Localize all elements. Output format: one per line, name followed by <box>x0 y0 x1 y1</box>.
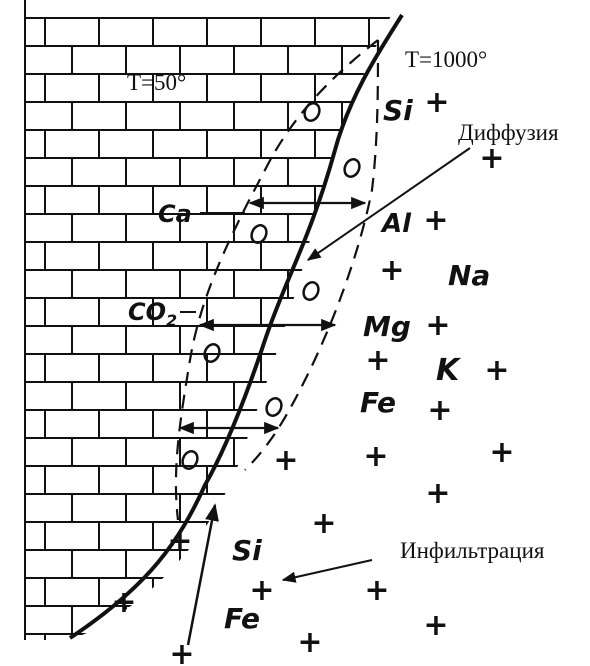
plus-mark: + <box>479 141 504 176</box>
plus-mark: + <box>297 625 322 660</box>
plus-mark: + <box>427 393 452 428</box>
circle-marker <box>264 396 284 418</box>
circle-marker <box>180 449 200 471</box>
aluminium-label: Al <box>380 209 412 239</box>
magnesium-label: Mg <box>363 310 411 343</box>
calcium-label: Ca <box>158 200 192 228</box>
iron-mid-label: Fe <box>360 386 396 419</box>
plus-mark: + <box>167 524 192 559</box>
plus-mark: + <box>365 343 390 378</box>
plus-mark: + <box>484 353 509 388</box>
plus-mark: + <box>379 253 404 288</box>
temperature-low-label: T=50° <box>127 70 186 95</box>
plus-mark: + <box>423 608 448 643</box>
plus-mark: + <box>425 476 450 511</box>
plus-mark: + <box>423 203 448 238</box>
silicon-bottom-label: Si <box>232 534 262 567</box>
circle-marker <box>302 101 322 123</box>
sodium-label: Na <box>448 259 490 292</box>
co2-label: CO2 <box>128 298 177 330</box>
plus-mark: + <box>273 443 298 478</box>
plus-mark: + <box>364 573 389 608</box>
plus-mark: + <box>424 85 449 120</box>
plus-mark: + <box>363 439 388 474</box>
plus-mark: + <box>425 308 450 343</box>
circle-marker <box>301 280 321 302</box>
plus-mark: + <box>169 637 194 666</box>
potassium-label: K <box>436 353 462 388</box>
infiltration-label: Инфильтрация <box>400 538 545 563</box>
limestone-wall <box>25 0 400 662</box>
co2-subscript: 2 <box>166 311 177 330</box>
circle-marker <box>342 157 362 179</box>
temperature-high-label: T=1000° <box>405 47 487 72</box>
co2-main: CO <box>128 298 166 326</box>
iron-bottom-label: Fe <box>224 602 260 635</box>
plus-mark: + <box>311 506 336 541</box>
silicon-top-label: Si <box>383 94 413 127</box>
plus-mark: + <box>489 435 514 470</box>
plus-mark: + <box>111 585 136 620</box>
diffusion-label: Диффузия <box>458 120 559 145</box>
infiltration-pointer-arrow <box>283 560 372 580</box>
